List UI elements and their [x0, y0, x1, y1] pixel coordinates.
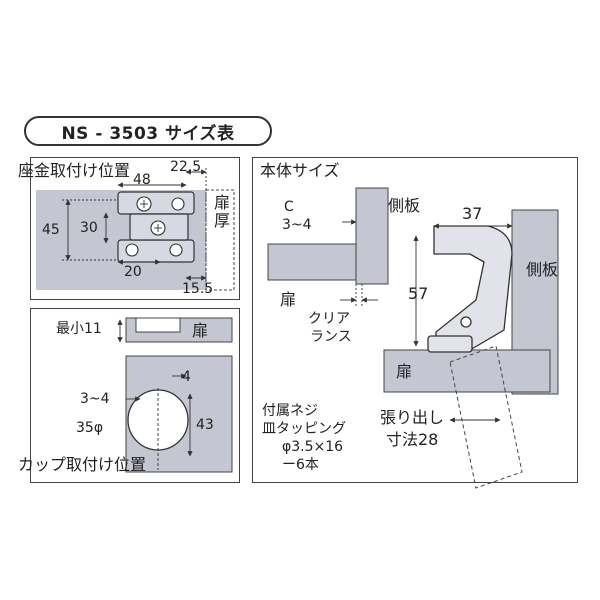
dim-57: 57 [408, 284, 429, 303]
dim-3-4-cup: 3~4 [80, 391, 110, 407]
side-panel-label-1: 側板 [388, 196, 421, 215]
overhang-label-1: 張り出し [380, 408, 445, 427]
side-panel-label-2: 側板 [526, 260, 559, 279]
screw-label-4: ー6本 [282, 457, 319, 473]
min-11-label: 最小11 [56, 321, 102, 337]
dim-22-5: 22.5 [170, 159, 202, 175]
clearance-label-2: ランス [310, 329, 352, 345]
cup-door-label: 扉 [192, 321, 209, 340]
screw-label-1: 付属ネジ [262, 403, 318, 419]
door-label-1: 扉 [280, 290, 297, 309]
screw-label-3: φ3.5×16 [282, 439, 344, 455]
c-range: 3~4 [282, 217, 312, 233]
dim-48: 48 [133, 172, 151, 188]
screw-label-2: 皿タッピング [262, 421, 346, 437]
dim-43: 43 [196, 417, 214, 433]
overhang-label-2: 寸法28 [386, 430, 439, 449]
door-thickness-strip [205, 189, 235, 291]
clearance-label-1: クリア [308, 311, 350, 327]
plate-position-heading: 座金取付け位置 [18, 161, 131, 180]
door-bottom [383, 349, 551, 393]
dim-20: 20 [124, 264, 142, 280]
diagram-title: NS - 3503 サイズ表 [24, 116, 272, 146]
body-size-heading: 本体サイズ [260, 161, 340, 180]
dim-15-5: 15.5 [182, 281, 214, 297]
dim-30: 30 [80, 220, 98, 236]
hinge-body [427, 225, 513, 353]
dim-4: 4 [182, 369, 191, 385]
door-left [267, 243, 357, 281]
c-label: C [284, 199, 294, 215]
dim-45: 45 [42, 222, 60, 238]
dim-37: 37 [462, 204, 483, 223]
cup-position-heading: カップ取付け位置 [18, 455, 147, 474]
open-door-outline [449, 345, 523, 489]
door-label-2: 扉 [396, 362, 413, 381]
side-panel-left [355, 187, 389, 285]
door-thickness-label: 扉厚 [211, 194, 230, 230]
cup-diameter: 35φ [76, 420, 104, 436]
